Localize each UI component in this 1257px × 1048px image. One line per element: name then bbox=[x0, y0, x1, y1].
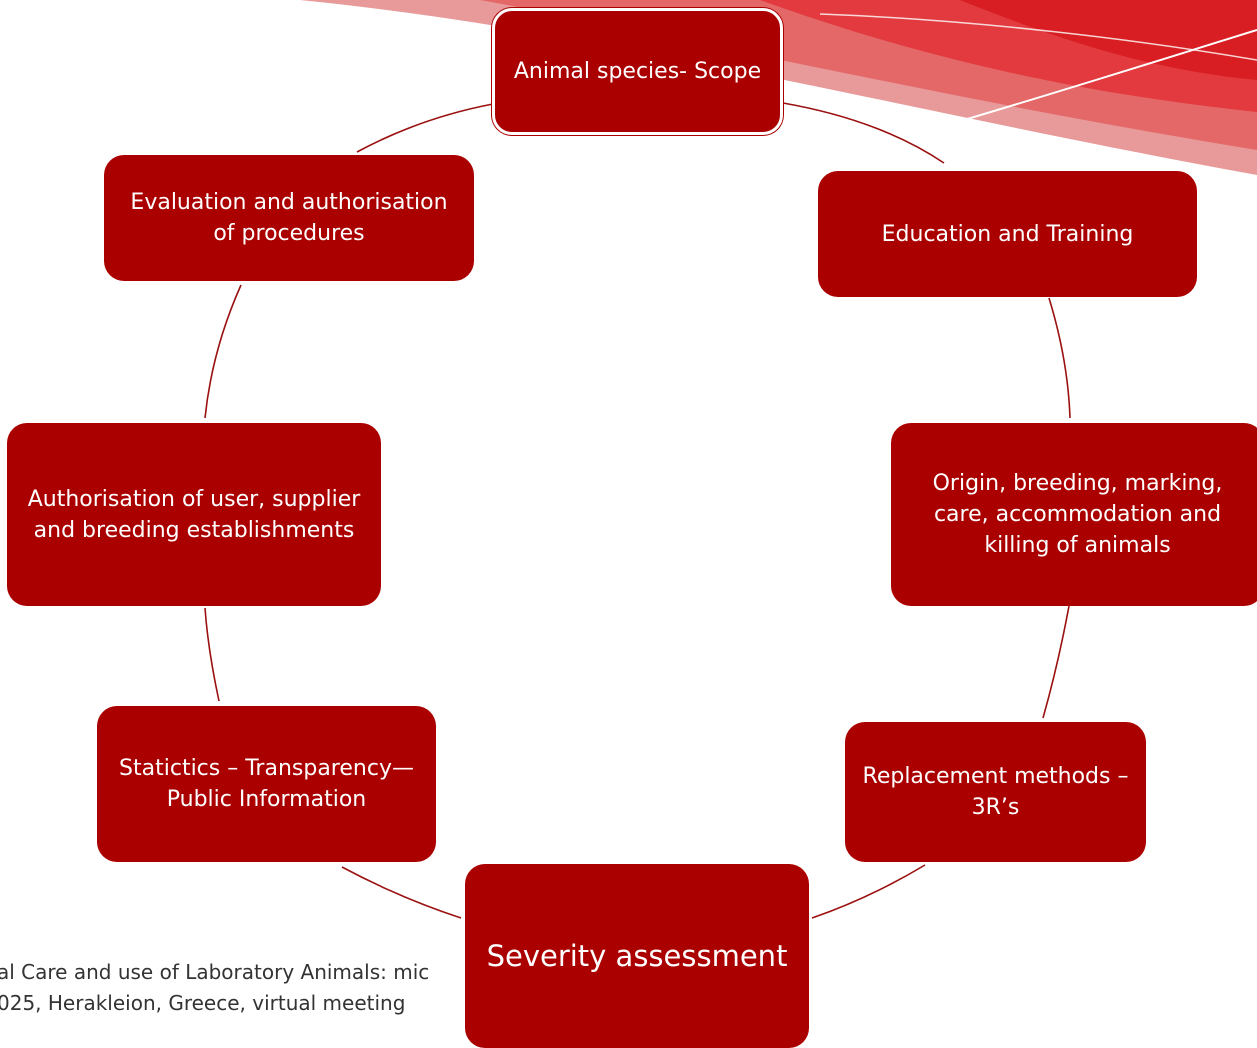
node-label: Statictics – Transparency—Public Informa… bbox=[119, 756, 414, 812]
arc-left-lower bbox=[204, 607, 220, 702]
node-origin-breeding-care: Origin, breeding, marking, care, accommo… bbox=[891, 423, 1257, 606]
node-label: Animal species- Scope bbox=[513, 59, 762, 84]
node-label: Origin, breeding, marking, care, accommo… bbox=[932, 471, 1223, 558]
arc-right-upper bbox=[1048, 297, 1071, 419]
footer-caption: al Care and use of Laboratory Animals: m… bbox=[0, 957, 429, 1019]
node-label: Evaluation and authorisation of procedur… bbox=[130, 190, 448, 246]
arc-top-right bbox=[782, 102, 945, 164]
arc-left-upper bbox=[204, 284, 242, 419]
arc-bottom-right bbox=[811, 864, 926, 919]
node-authorisation-establishments: Authorisation of user, supplier and bree… bbox=[7, 423, 381, 606]
arc-top-left bbox=[356, 103, 494, 153]
node-severity-assessment: Severity assessment bbox=[465, 864, 809, 1048]
node-statistics-transparency: Statictics – Transparency—Public Informa… bbox=[97, 706, 436, 862]
arc-right-lower bbox=[1042, 605, 1070, 719]
node-label: Education and Training bbox=[881, 221, 1134, 247]
node-education-training: Education and Training bbox=[818, 171, 1197, 297]
node-label: Authorisation of user, supplier and bree… bbox=[27, 486, 361, 543]
footer-line-1: al Care and use of Laboratory Animals: m… bbox=[0, 960, 430, 984]
node-evaluation-authorisation-procedures: Evaluation and authorisation of procedur… bbox=[104, 155, 474, 281]
node-label: Replacement methods – 3R’s bbox=[862, 764, 1129, 820]
connector-arcs bbox=[204, 102, 1071, 919]
node-label: Severity assessment bbox=[486, 939, 788, 973]
footer-line-2: 025, Herakleion, Greece, virtual meeting bbox=[0, 991, 406, 1015]
node-animal-species-scope: Animal species- Scope bbox=[492, 8, 783, 135]
arc-bottom-left bbox=[341, 866, 462, 919]
node-replacement-methods: Replacement methods – 3R’s bbox=[845, 722, 1146, 862]
